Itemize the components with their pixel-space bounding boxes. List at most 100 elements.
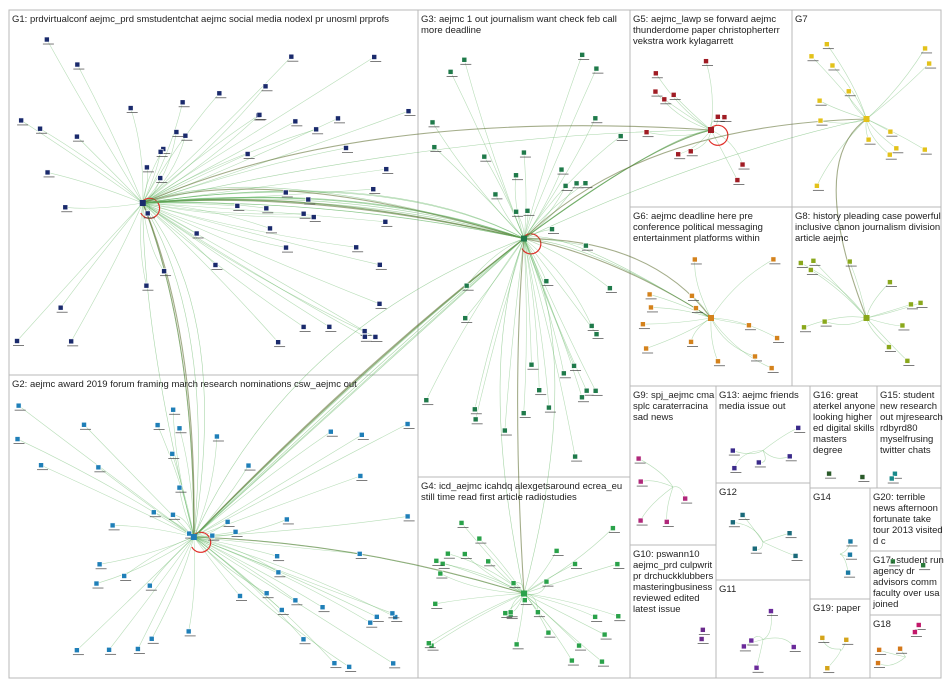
edge <box>642 317 712 325</box>
group-label-line: G12 <box>719 487 737 498</box>
inter-group-edge <box>142 202 195 538</box>
inter-group-edge <box>193 238 525 538</box>
edge <box>193 536 278 557</box>
node-g3 <box>557 166 569 175</box>
edge <box>866 317 890 348</box>
node-g12 <box>728 519 740 528</box>
inter-group-edge <box>523 238 556 594</box>
node-g1 <box>360 333 372 342</box>
edge <box>99 536 194 565</box>
edge <box>666 486 674 522</box>
node-g3 <box>519 410 531 419</box>
node-g1 <box>375 262 387 270</box>
node-g2 <box>244 462 256 471</box>
hub-node-g7 <box>863 116 870 122</box>
edge <box>142 114 260 204</box>
node-g1 <box>42 36 54 45</box>
edge <box>866 317 908 362</box>
edge <box>157 424 195 538</box>
node-g7 <box>886 128 898 137</box>
node-g3 <box>480 153 492 162</box>
node-g3 <box>461 315 473 323</box>
node-g18 <box>874 660 886 668</box>
edge <box>523 238 540 391</box>
edge <box>142 118 339 204</box>
node-g9 <box>636 517 648 526</box>
edge <box>16 202 143 342</box>
node-g1 <box>404 108 416 117</box>
edge <box>142 121 296 204</box>
edge <box>664 99 712 131</box>
node-g1 <box>382 166 394 174</box>
node-g3 <box>500 427 512 436</box>
edge <box>523 238 592 327</box>
group-label-g12: G12 <box>719 487 737 498</box>
edge <box>193 536 396 618</box>
edge <box>523 593 580 646</box>
node-g3 <box>462 282 474 291</box>
inter-group-edge <box>142 202 525 239</box>
node-g3 <box>471 416 483 425</box>
node-g4 <box>506 609 518 618</box>
hub-node-g2 <box>190 534 197 540</box>
group-label-g19: G19: paper <box>813 603 861 614</box>
group-label-line: G10: pswann10 <box>633 549 700 560</box>
group-label-g7: G7 <box>795 14 808 25</box>
node-g2 <box>318 604 330 613</box>
edge <box>762 611 772 640</box>
node-g1 <box>61 204 73 213</box>
node-g1 <box>178 99 190 108</box>
group-box-g19 <box>809 598 871 679</box>
node-g3 <box>561 183 573 191</box>
group-label-line: joined <box>872 599 898 610</box>
node-g4 <box>533 609 545 618</box>
group-label-line: faculty over usa <box>873 588 940 599</box>
inter-group-edge <box>517 238 525 594</box>
edge <box>678 129 712 155</box>
group-label-line: G20: terrible <box>873 492 925 503</box>
node-g1 <box>281 189 293 198</box>
node-g2 <box>231 529 243 537</box>
edge <box>140 202 147 286</box>
edge <box>70 202 144 342</box>
node-g2 <box>277 607 289 615</box>
node-g2 <box>105 647 117 655</box>
edge <box>142 202 365 332</box>
node-g3 <box>535 387 547 396</box>
node-g7 <box>892 145 904 154</box>
edge <box>96 536 195 584</box>
self-loop <box>708 124 729 146</box>
edge <box>732 521 764 543</box>
inter-group-edge <box>523 118 867 239</box>
node-g11 <box>752 664 764 673</box>
node-g12 <box>791 553 803 561</box>
edge <box>142 202 271 229</box>
node-g9 <box>681 495 693 504</box>
edge <box>762 637 795 648</box>
group-label-line: splc caraterracina <box>633 401 709 412</box>
node-g1 <box>371 334 383 342</box>
node-g7 <box>822 41 834 50</box>
inter-group-edge <box>193 238 525 538</box>
node-g3 <box>460 56 472 65</box>
edge <box>810 269 867 319</box>
edge <box>849 261 867 319</box>
node-g6 <box>744 322 756 331</box>
edge <box>523 593 573 661</box>
node-g4 <box>501 610 513 618</box>
node-g15 <box>887 475 899 484</box>
node-g11 <box>789 644 801 652</box>
node-g5 <box>674 151 686 160</box>
node-g5 <box>651 70 663 79</box>
node-g3 <box>605 285 617 293</box>
group-label-line: article aejmc <box>795 233 849 244</box>
edge <box>655 73 712 131</box>
edge <box>645 317 712 349</box>
edge <box>193 516 408 538</box>
edge <box>523 118 596 239</box>
group-label-g14: G14 <box>813 492 831 503</box>
node-g4 <box>542 578 554 587</box>
